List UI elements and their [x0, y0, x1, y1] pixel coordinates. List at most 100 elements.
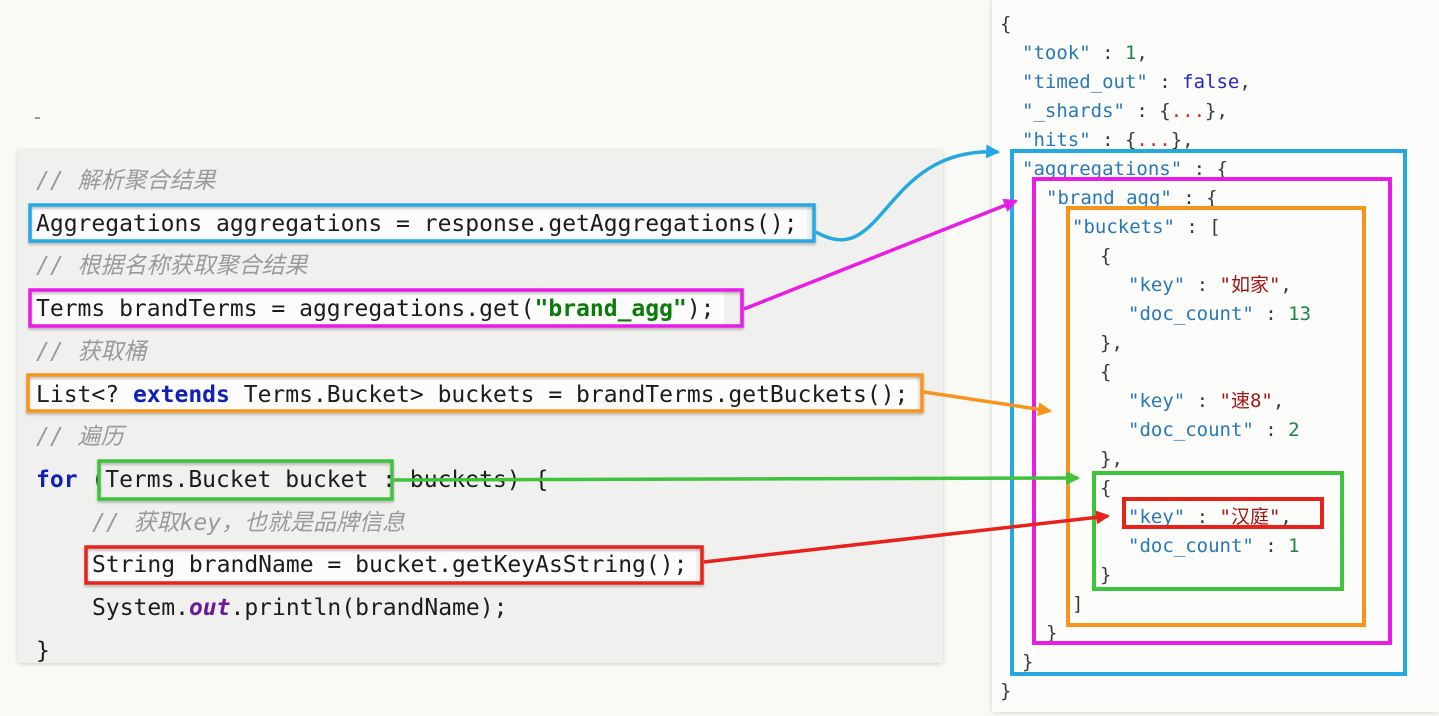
- json-line: }: [1022, 648, 1033, 677]
- json-segment: {: [1100, 245, 1112, 267]
- json-line: {: [1100, 474, 1111, 503]
- json-segment: "_shards": [1022, 100, 1125, 122]
- json-segment: },: [1205, 100, 1228, 122]
- json-line: "took" : 1,: [1022, 39, 1148, 68]
- json-line: "doc_count" : 13: [1128, 300, 1311, 329]
- code-segment: }: [36, 638, 50, 664]
- json-segment: "如家": [1219, 274, 1281, 296]
- json-line: {: [1100, 358, 1111, 387]
- json-segment: }: [1100, 564, 1112, 586]
- json-segment: "key": [1128, 274, 1186, 296]
- json-segment: },: [1100, 332, 1123, 354]
- json-segment: 1: [1288, 535, 1300, 557]
- code-line: for (Terms.Bucket bucket : buckets) {: [36, 467, 548, 493]
- json-segment: "doc_count": [1128, 419, 1254, 441]
- json-segment: "timed_out": [1022, 71, 1148, 93]
- json-line: "key" : "汉庭",: [1128, 503, 1292, 532]
- red-boxed-code: String brandName = bucket.getKeyAsString…: [83, 547, 697, 583]
- code-segment: System.: [92, 595, 189, 621]
- json-segment: : {: [1124, 100, 1171, 122]
- code-line: String brandName = bucket.getKeyAsString…: [83, 547, 697, 583]
- json-line: ]: [1072, 590, 1083, 619]
- code-segment: extends: [132, 382, 230, 408]
- json-segment: 1: [1124, 42, 1137, 64]
- code-line: // 根据名称获取聚合结果: [36, 253, 308, 279]
- json-segment: "doc_count": [1128, 535, 1254, 557]
- json-line: }: [1100, 561, 1111, 590]
- json-line: "_shards" : {...},: [1022, 97, 1228, 126]
- json-line: },: [1100, 445, 1123, 474]
- magenta-boxed-code: Terms brandTerms = aggregations.get("bra…: [27, 291, 724, 327]
- json-segment: :: [1253, 535, 1289, 557]
- json-segment: "key": [1128, 390, 1186, 412]
- json-line: "hits" : {...},: [1022, 126, 1194, 155]
- json-segment: false: [1182, 71, 1240, 93]
- json-line: {: [1100, 242, 1111, 271]
- json-line: "aggregations" : {: [1022, 155, 1228, 184]
- json-segment: },: [1170, 129, 1194, 151]
- json-segment: ,: [1280, 274, 1292, 296]
- code-segment: );: [686, 296, 715, 322]
- stray-mark: [35, 117, 40, 119]
- json-segment: },: [1100, 448, 1123, 470]
- code-line: // 解析聚合结果: [36, 168, 216, 194]
- code-segment: String brandName = bucket.getKeyAsString…: [92, 552, 688, 578]
- json-segment: :: [1185, 274, 1220, 296]
- json-segment: }: [1022, 651, 1034, 673]
- json-segment: :: [1253, 419, 1289, 441]
- json-segment: ...: [1170, 100, 1206, 122]
- code-segment: Terms.Bucket> buckets = brandTerms.getBu…: [229, 382, 909, 408]
- code-line: Aggregations aggregations = response.get…: [27, 206, 807, 242]
- json-segment: "aggregations": [1022, 158, 1183, 180]
- code-line: // 遍历: [36, 424, 124, 450]
- code-segment: // 获取key，也就是品牌信息: [92, 510, 406, 536]
- code-segment: .println(brandName);: [230, 595, 508, 621]
- json-segment: ,: [1239, 71, 1251, 93]
- json-segment: : {: [1182, 158, 1228, 180]
- json-segment: "brand_agg": [1046, 187, 1172, 209]
- code-line: }: [36, 638, 50, 664]
- json-line: },: [1100, 329, 1123, 358]
- json-line: "key" : "速8",: [1128, 387, 1284, 416]
- code-line: // 获取桶: [36, 339, 147, 365]
- json-segment: {: [1100, 477, 1112, 499]
- json-segment: ,: [1272, 390, 1285, 412]
- json-line: "doc_count" : 2: [1128, 416, 1300, 445]
- json-segment: "took": [1022, 42, 1091, 64]
- json-segment: ...: [1136, 129, 1171, 151]
- json-segment: {: [1000, 13, 1012, 35]
- json-segment: "hits": [1022, 129, 1091, 151]
- json-segment: "doc_count": [1128, 303, 1254, 325]
- json-segment: ,: [1136, 42, 1148, 64]
- json-segment: {: [1100, 361, 1112, 383]
- code-segment: // 根据名称获取聚合结果: [36, 253, 308, 279]
- json-segment: ,: [1280, 506, 1292, 528]
- json-segment: :: [1147, 71, 1183, 93]
- json-segment: }: [1000, 680, 1012, 702]
- json-segment: "buckets": [1072, 216, 1175, 238]
- json-segment: 13: [1288, 303, 1312, 325]
- json-line: "brand_agg" : {: [1046, 184, 1218, 213]
- orange-boxed-code: List<? extends Terms.Bucket> buckets = b…: [27, 377, 918, 413]
- json-segment: :: [1185, 390, 1220, 412]
- json-line: }: [1000, 677, 1011, 706]
- code-segment: // 遍历: [36, 424, 124, 450]
- code-line: List<? extends Terms.Bucket> buckets = b…: [27, 377, 918, 413]
- json-line: "timed_out" : false,: [1022, 68, 1251, 97]
- json-line: {: [1000, 10, 1011, 39]
- json-segment: : {: [1090, 129, 1137, 151]
- code-line: Terms brandTerms = aggregations.get("bra…: [27, 291, 724, 327]
- code-segment: // 解析聚合结果: [36, 168, 216, 194]
- code-segment: for: [36, 467, 78, 493]
- code-segment: Aggregations aggregations = response.get…: [36, 211, 798, 237]
- json-segment: "速8": [1219, 390, 1273, 412]
- json-segment: 2: [1288, 419, 1300, 441]
- code-segment: Terms brandTerms = aggregations.get(: [36, 296, 535, 322]
- code-line: // 获取key，也就是品牌信息: [92, 510, 405, 536]
- code-segment: List<?: [36, 382, 133, 408]
- json-segment: : {: [1171, 187, 1218, 209]
- json-segment: :: [1090, 42, 1125, 64]
- json-segment: ]: [1072, 593, 1084, 615]
- json-segment: :: [1253, 303, 1289, 325]
